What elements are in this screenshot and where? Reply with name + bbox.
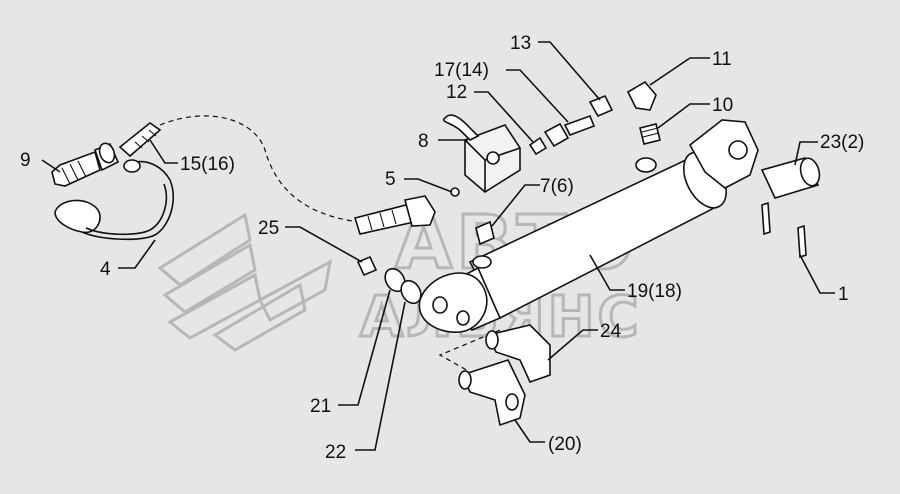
elbow-nipple-part <box>356 255 378 277</box>
callout-label-8: 8 <box>418 131 429 152</box>
callout-label-22: 22 <box>325 442 346 463</box>
callout-label-4: 4 <box>100 259 111 280</box>
hose-route-line <box>159 115 361 223</box>
callout-label-9: 9 <box>20 150 31 171</box>
callout-leaders <box>41 41 835 451</box>
dust-cap-part <box>54 159 174 241</box>
callout-label-7: 7(6) <box>540 176 574 197</box>
callout-label-15: 15(16) <box>180 154 235 175</box>
callout-label-20: (20) <box>548 434 582 455</box>
hose-adapter-part <box>353 195 436 235</box>
callout-label-1: 1 <box>838 284 849 305</box>
callout-label-12: 12 <box>446 82 467 103</box>
quick-coupler-part <box>51 142 120 187</box>
mounting-bracket-lower-part <box>458 359 526 427</box>
bleed-fitting-part <box>475 220 495 246</box>
callout-label-5: 5 <box>385 169 396 190</box>
callout-label-25: 25 <box>258 218 279 239</box>
small-o-ring-part <box>450 187 460 197</box>
clevis-pin-part <box>760 157 821 259</box>
callout-label-13: 13 <box>510 33 531 54</box>
callout-label-10: 10 <box>712 95 733 116</box>
hydraulic-cylinder-part <box>418 119 759 333</box>
backup-ring-part <box>400 279 422 305</box>
callout-label-23: 23(2) <box>820 132 864 153</box>
callout-label-17: 17(14) <box>434 60 489 81</box>
callout-label-19: 19(18) <box>627 281 682 302</box>
hose-end-fitting-part <box>118 122 162 158</box>
fitting-chain-part <box>528 80 657 156</box>
port-fitting-part <box>639 123 661 145</box>
watermark-emblem <box>157 212 333 352</box>
callout-labels: 9 4 15(16) 5 8 12 17(14) 13 11 10 7(6) 2… <box>20 33 864 463</box>
bracket-alignment-line <box>438 329 501 373</box>
ball-valve-part <box>442 114 521 193</box>
mounting-bracket-upper-part <box>485 324 551 383</box>
callout-label-11: 11 <box>712 49 732 70</box>
callout-label-21: 21 <box>310 396 331 417</box>
callout-label-24: 24 <box>600 321 622 342</box>
